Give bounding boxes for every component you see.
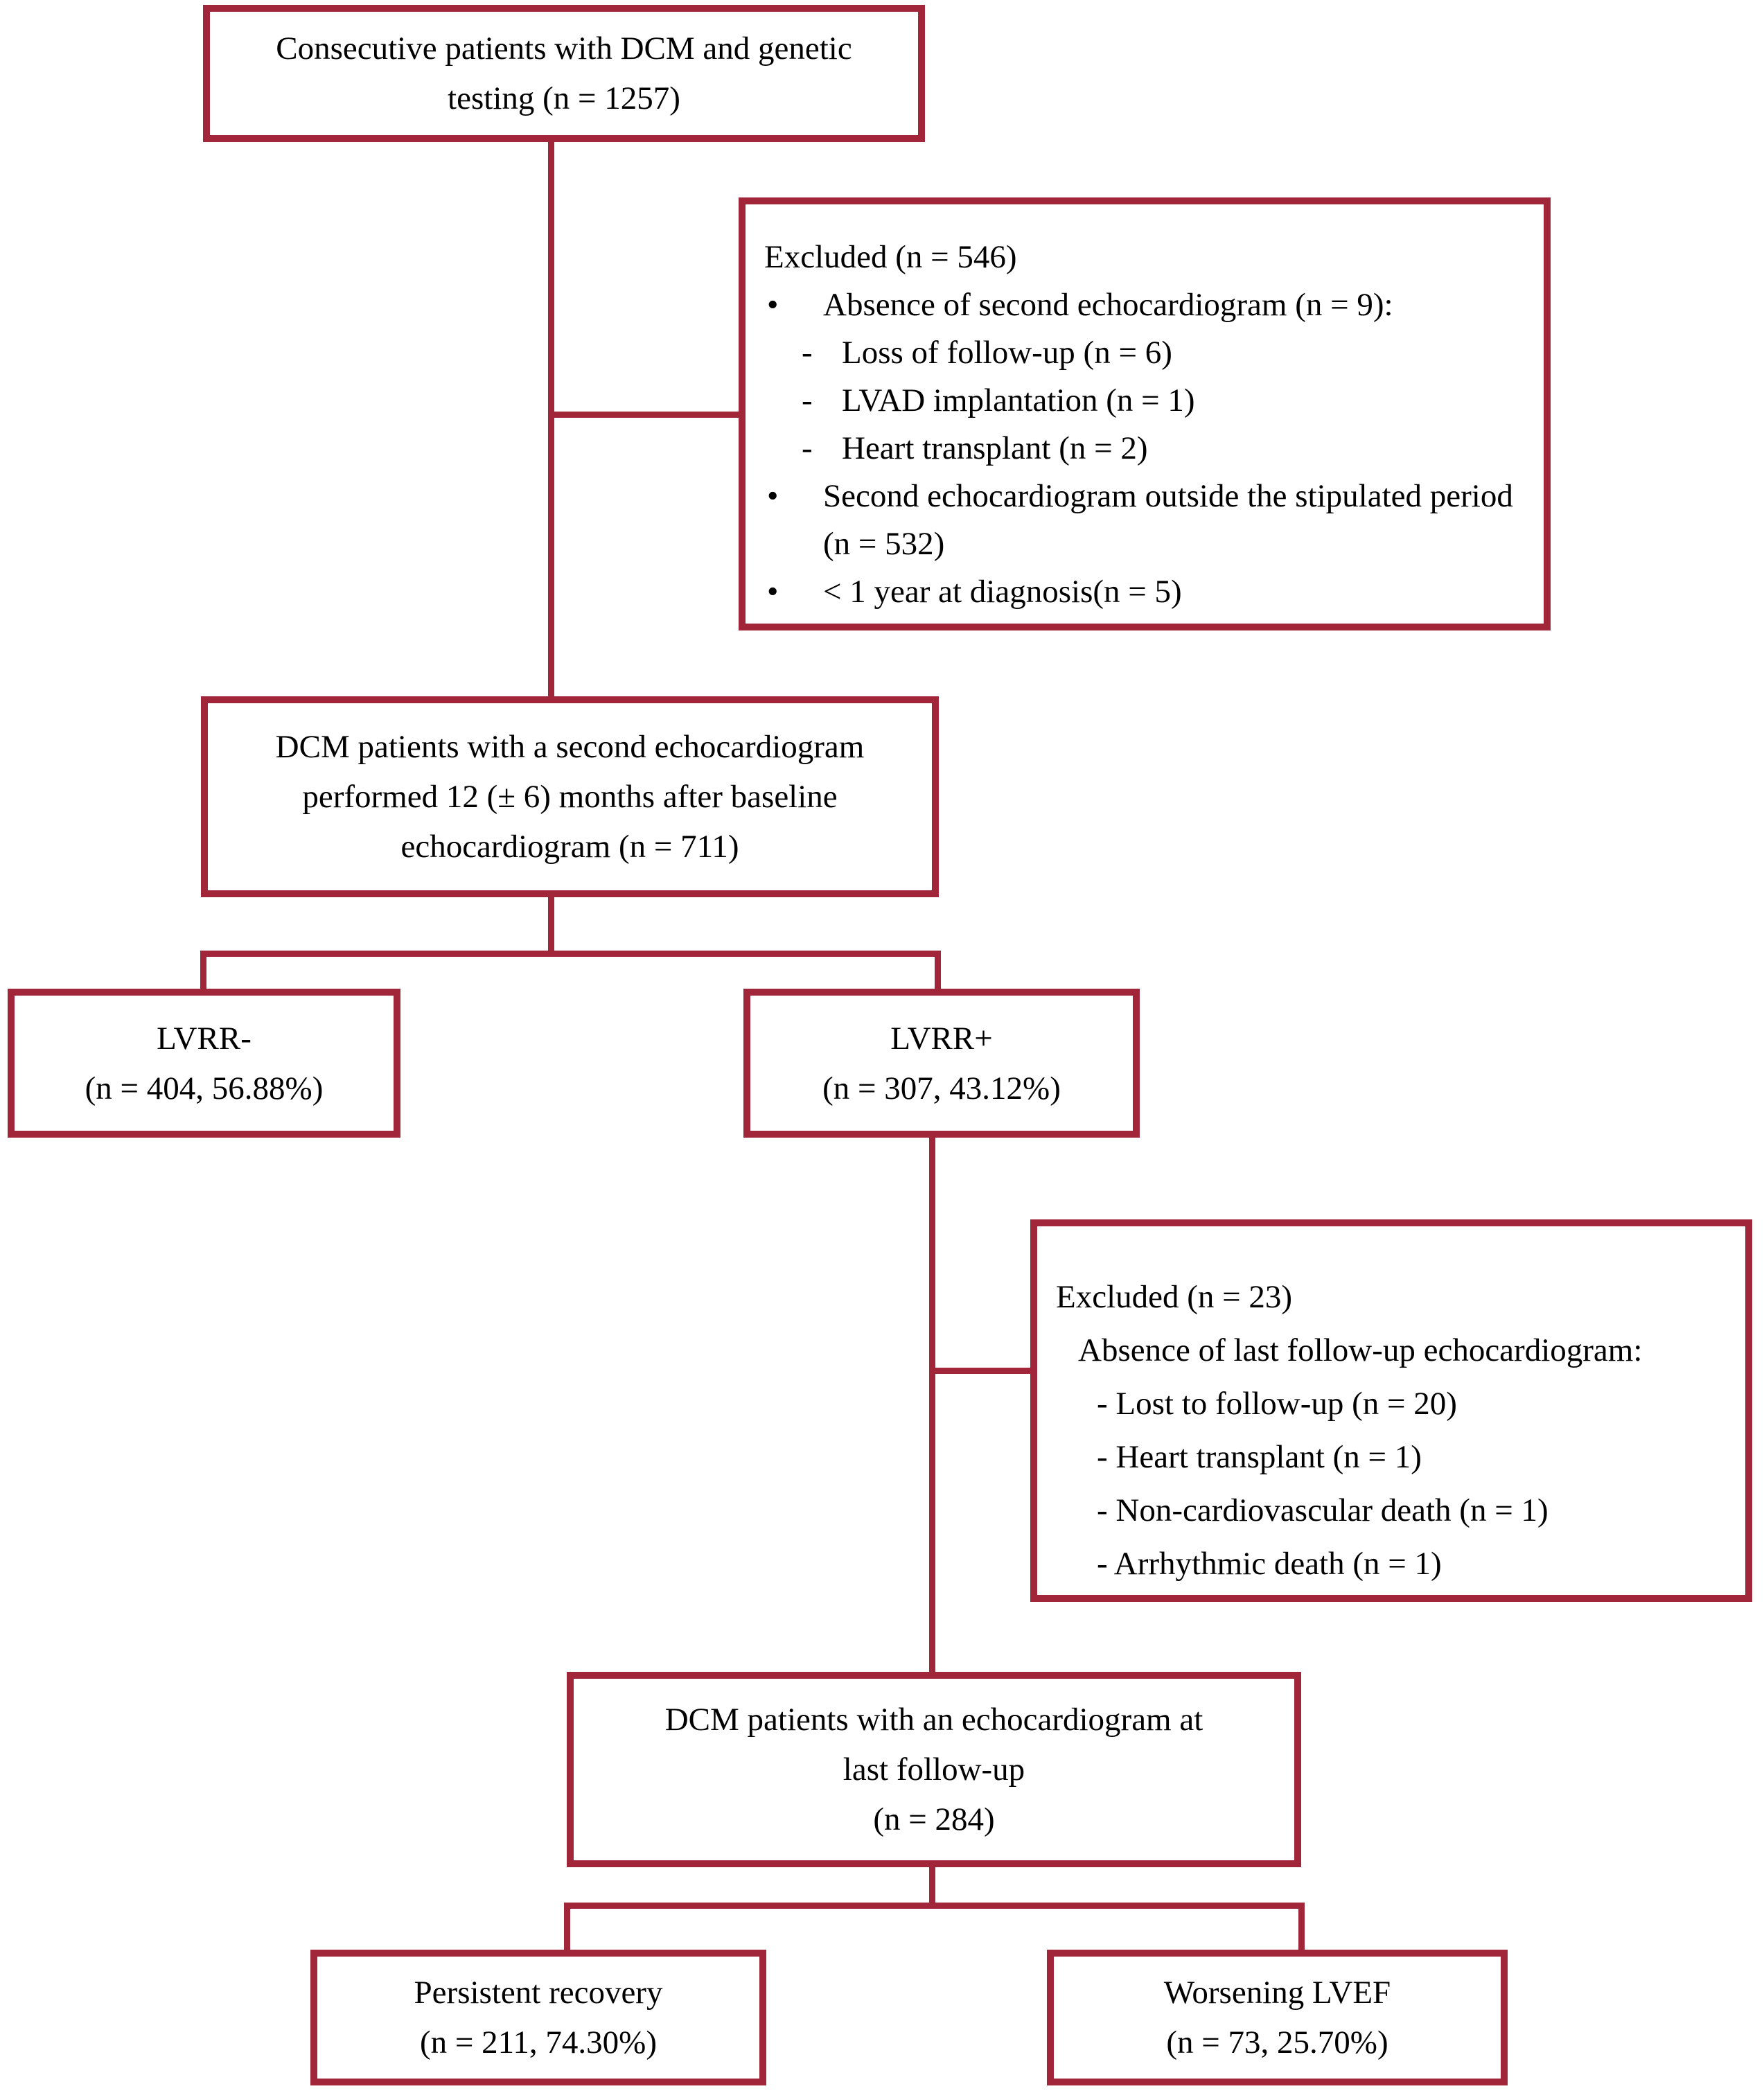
box-text-line: echocardiogram (n = 711) bbox=[400, 829, 739, 865]
box-text-line: (n = 73, 25.70%) bbox=[1166, 2024, 1388, 2061]
excluded-23-title: Excluded (n = 23) bbox=[1056, 1279, 1293, 1315]
box-text-line: last follow-up bbox=[843, 1752, 1025, 1788]
bullet-marker: • bbox=[767, 287, 779, 323]
excluded-546-subitem-text: LVAD implantation (n = 1) bbox=[842, 382, 1195, 418]
box-text-line: DCM patients with an echocardiogram at bbox=[664, 1702, 1203, 1738]
excluded-546-subitem: - Heart transplant (n = 2) bbox=[746, 425, 1523, 473]
connector-to-worsening-lvef bbox=[1298, 1903, 1305, 1950]
box-text-line: Worsening LVEF bbox=[1163, 1975, 1391, 2011]
dash-marker: - bbox=[802, 382, 813, 418]
excluded-546-subitem: - LVAD implantation (n = 1) bbox=[746, 377, 1523, 425]
connector-split-lvrr bbox=[200, 951, 941, 957]
excluded-546-subitem: - Loss of follow-up (n = 6) bbox=[746, 329, 1523, 377]
box-text-line: (n = 404, 56.88%) bbox=[85, 1070, 324, 1106]
connector-second-echo-down bbox=[548, 896, 554, 954]
connector-split-outcomes bbox=[564, 1903, 1305, 1909]
box-text-line: Consecutive patients with DCM and geneti… bbox=[276, 30, 852, 67]
box-text-line: testing (n = 1257) bbox=[448, 80, 680, 116]
box-text-line: Persistent recovery bbox=[414, 1975, 663, 2011]
excluded-546-item-text: Absence of second echocardiogram (n = 9)… bbox=[823, 287, 1393, 323]
excluded-546-subitem-text: Heart transplant (n = 2) bbox=[842, 430, 1148, 466]
dash-marker: - bbox=[802, 430, 813, 466]
box-second-echocardiogram: DCM patients with a second echocardiogra… bbox=[201, 696, 939, 897]
excluded-546-item-text: < 1 year at diagnosis(n = 5) bbox=[823, 574, 1182, 610]
excluded-546-item: • Second echocardiogram outside the stip… bbox=[746, 473, 1523, 568]
bullet-marker: • bbox=[767, 478, 779, 514]
box-text-line: (n = 211, 74.30%) bbox=[420, 2024, 657, 2061]
connector-consecutive-to-second-echo bbox=[548, 142, 554, 698]
box-text-line: LVRR- bbox=[157, 1020, 252, 1057]
excluded-546-title: Excluded (n = 546) bbox=[764, 239, 1017, 275]
bullet-marker: • bbox=[767, 574, 779, 610]
box-excluded-23: Excluded (n = 23) Absence of last follow… bbox=[1030, 1219, 1752, 1602]
excluded-23-item: - Non-cardiovascular death (n = 1) bbox=[1097, 1492, 1549, 1528]
dash-marker: - bbox=[802, 335, 813, 371]
connector-to-lvrr-negative bbox=[200, 951, 206, 989]
box-text-line: performed 12 (± 6) months after baseline bbox=[302, 779, 838, 815]
box-text-line: (n = 307, 43.12%) bbox=[822, 1070, 1061, 1106]
connector-to-persistent-recovery bbox=[564, 1903, 570, 1950]
box-last-followup: DCM patients with an echocardiogram at l… bbox=[567, 1672, 1301, 1867]
excluded-546-item: • Absence of second echocardiogram (n = … bbox=[746, 281, 1523, 329]
connector-last-followup-down bbox=[929, 1866, 935, 1909]
box-text-line: (n = 284) bbox=[873, 1801, 995, 1837]
excluded-23-item: - Lost to follow-up (n = 20) bbox=[1097, 1386, 1457, 1422]
connector-branch-excluded-23 bbox=[929, 1368, 1033, 1374]
connector-branch-excluded-546 bbox=[548, 412, 739, 418]
box-persistent-recovery: Persistent recovery (n = 211, 74.30%) bbox=[310, 1950, 766, 2085]
box-worsening-lvef: Worsening LVEF (n = 73, 25.70%) bbox=[1047, 1950, 1508, 2085]
box-lvrr-positive: LVRR+ (n = 307, 43.12%) bbox=[743, 989, 1140, 1138]
box-excluded-546: Excluded (n = 546) • Absence of second e… bbox=[739, 197, 1551, 630]
connector-to-lvrr-positive bbox=[935, 951, 941, 989]
connector-lvrr-positive-to-last-followup bbox=[929, 1136, 935, 1673]
excluded-23-item: - Heart transplant (n = 1) bbox=[1097, 1439, 1422, 1475]
excluded-23-subtitle: Absence of last follow-up echocardiogram… bbox=[1078, 1332, 1643, 1368]
excluded-546-item: • < 1 year at diagnosis(n = 5) bbox=[746, 568, 1523, 616]
box-consecutive-patients: Consecutive patients with DCM and geneti… bbox=[203, 5, 925, 142]
excluded-23-item: - Arrhythmic death (n = 1) bbox=[1097, 1546, 1442, 1582]
box-lvrr-negative: LVRR- (n = 404, 56.88%) bbox=[8, 989, 400, 1138]
excluded-546-subitem-text: Loss of follow-up (n = 6) bbox=[842, 335, 1172, 371]
excluded-546-item-text: Second echocardiogram outside the stipul… bbox=[823, 478, 1513, 562]
box-text-line: LVRR+ bbox=[890, 1020, 993, 1057]
box-text-line: DCM patients with a second echocardiogra… bbox=[275, 729, 865, 765]
